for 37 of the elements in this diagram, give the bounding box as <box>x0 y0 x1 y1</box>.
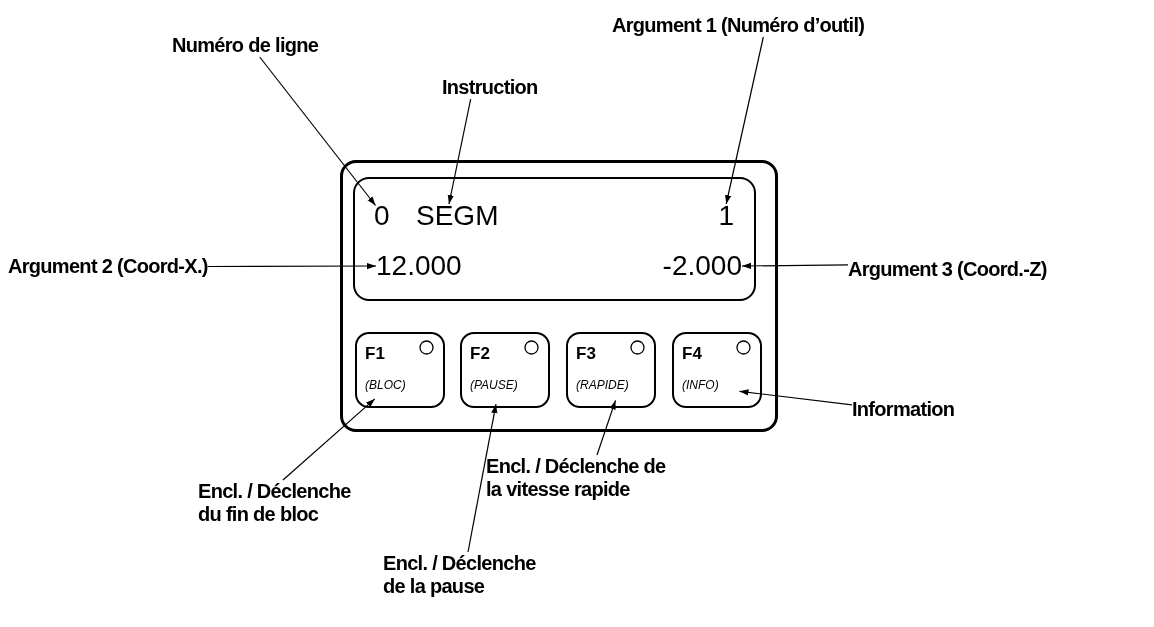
leader-line <box>725 36 764 205</box>
leader-line <box>207 262 377 270</box>
key-label: F2 <box>470 344 490 363</box>
function-key <box>355 332 445 408</box>
key-caption: (RAPIDE) <box>576 378 629 392</box>
key-caption: (INFO) <box>682 378 719 392</box>
callout-label: Argument 2 (Coord-X.) <box>8 255 208 278</box>
leader-line <box>738 389 853 406</box>
callout-label: Argument 1 (Numéro d’outil) <box>612 14 865 37</box>
key-label: F1 <box>365 344 385 363</box>
leader-line <box>741 262 849 270</box>
key-caption: (BLOC) <box>365 378 406 392</box>
callout-label: Argument 3 (Coord.-Z) <box>848 258 1047 281</box>
control-panel <box>340 160 778 432</box>
display-screen <box>353 177 756 301</box>
function-key <box>460 332 550 408</box>
key-label: F3 <box>576 344 596 363</box>
leader-line <box>596 399 617 456</box>
leader-line <box>447 98 472 205</box>
key-caption: (PAUSE) <box>470 378 518 392</box>
key-label: F4 <box>682 344 702 363</box>
callout-label: Encl. / Déclenche du fin de bloc <box>198 480 368 526</box>
leader-line <box>467 403 498 553</box>
display-text: 12.000 <box>376 251 462 281</box>
display-text: -2.000 <box>662 251 742 281</box>
callout-label: Numéro de ligne <box>172 34 319 57</box>
display-text: SEGM <box>416 201 499 231</box>
callout-label: Encl. / Déclenche de la pause <box>383 552 553 598</box>
leader-line <box>282 398 376 481</box>
callout-label: Encl. / Déclenche de la vitesse rapide <box>486 455 671 501</box>
callout-label: Instruction <box>442 76 538 99</box>
function-key <box>672 332 762 408</box>
callout-label: Information <box>852 398 955 421</box>
function-key <box>566 332 656 408</box>
display-text: 0 <box>374 201 390 231</box>
display-text: 1 <box>718 201 734 231</box>
leader-line <box>259 56 377 207</box>
